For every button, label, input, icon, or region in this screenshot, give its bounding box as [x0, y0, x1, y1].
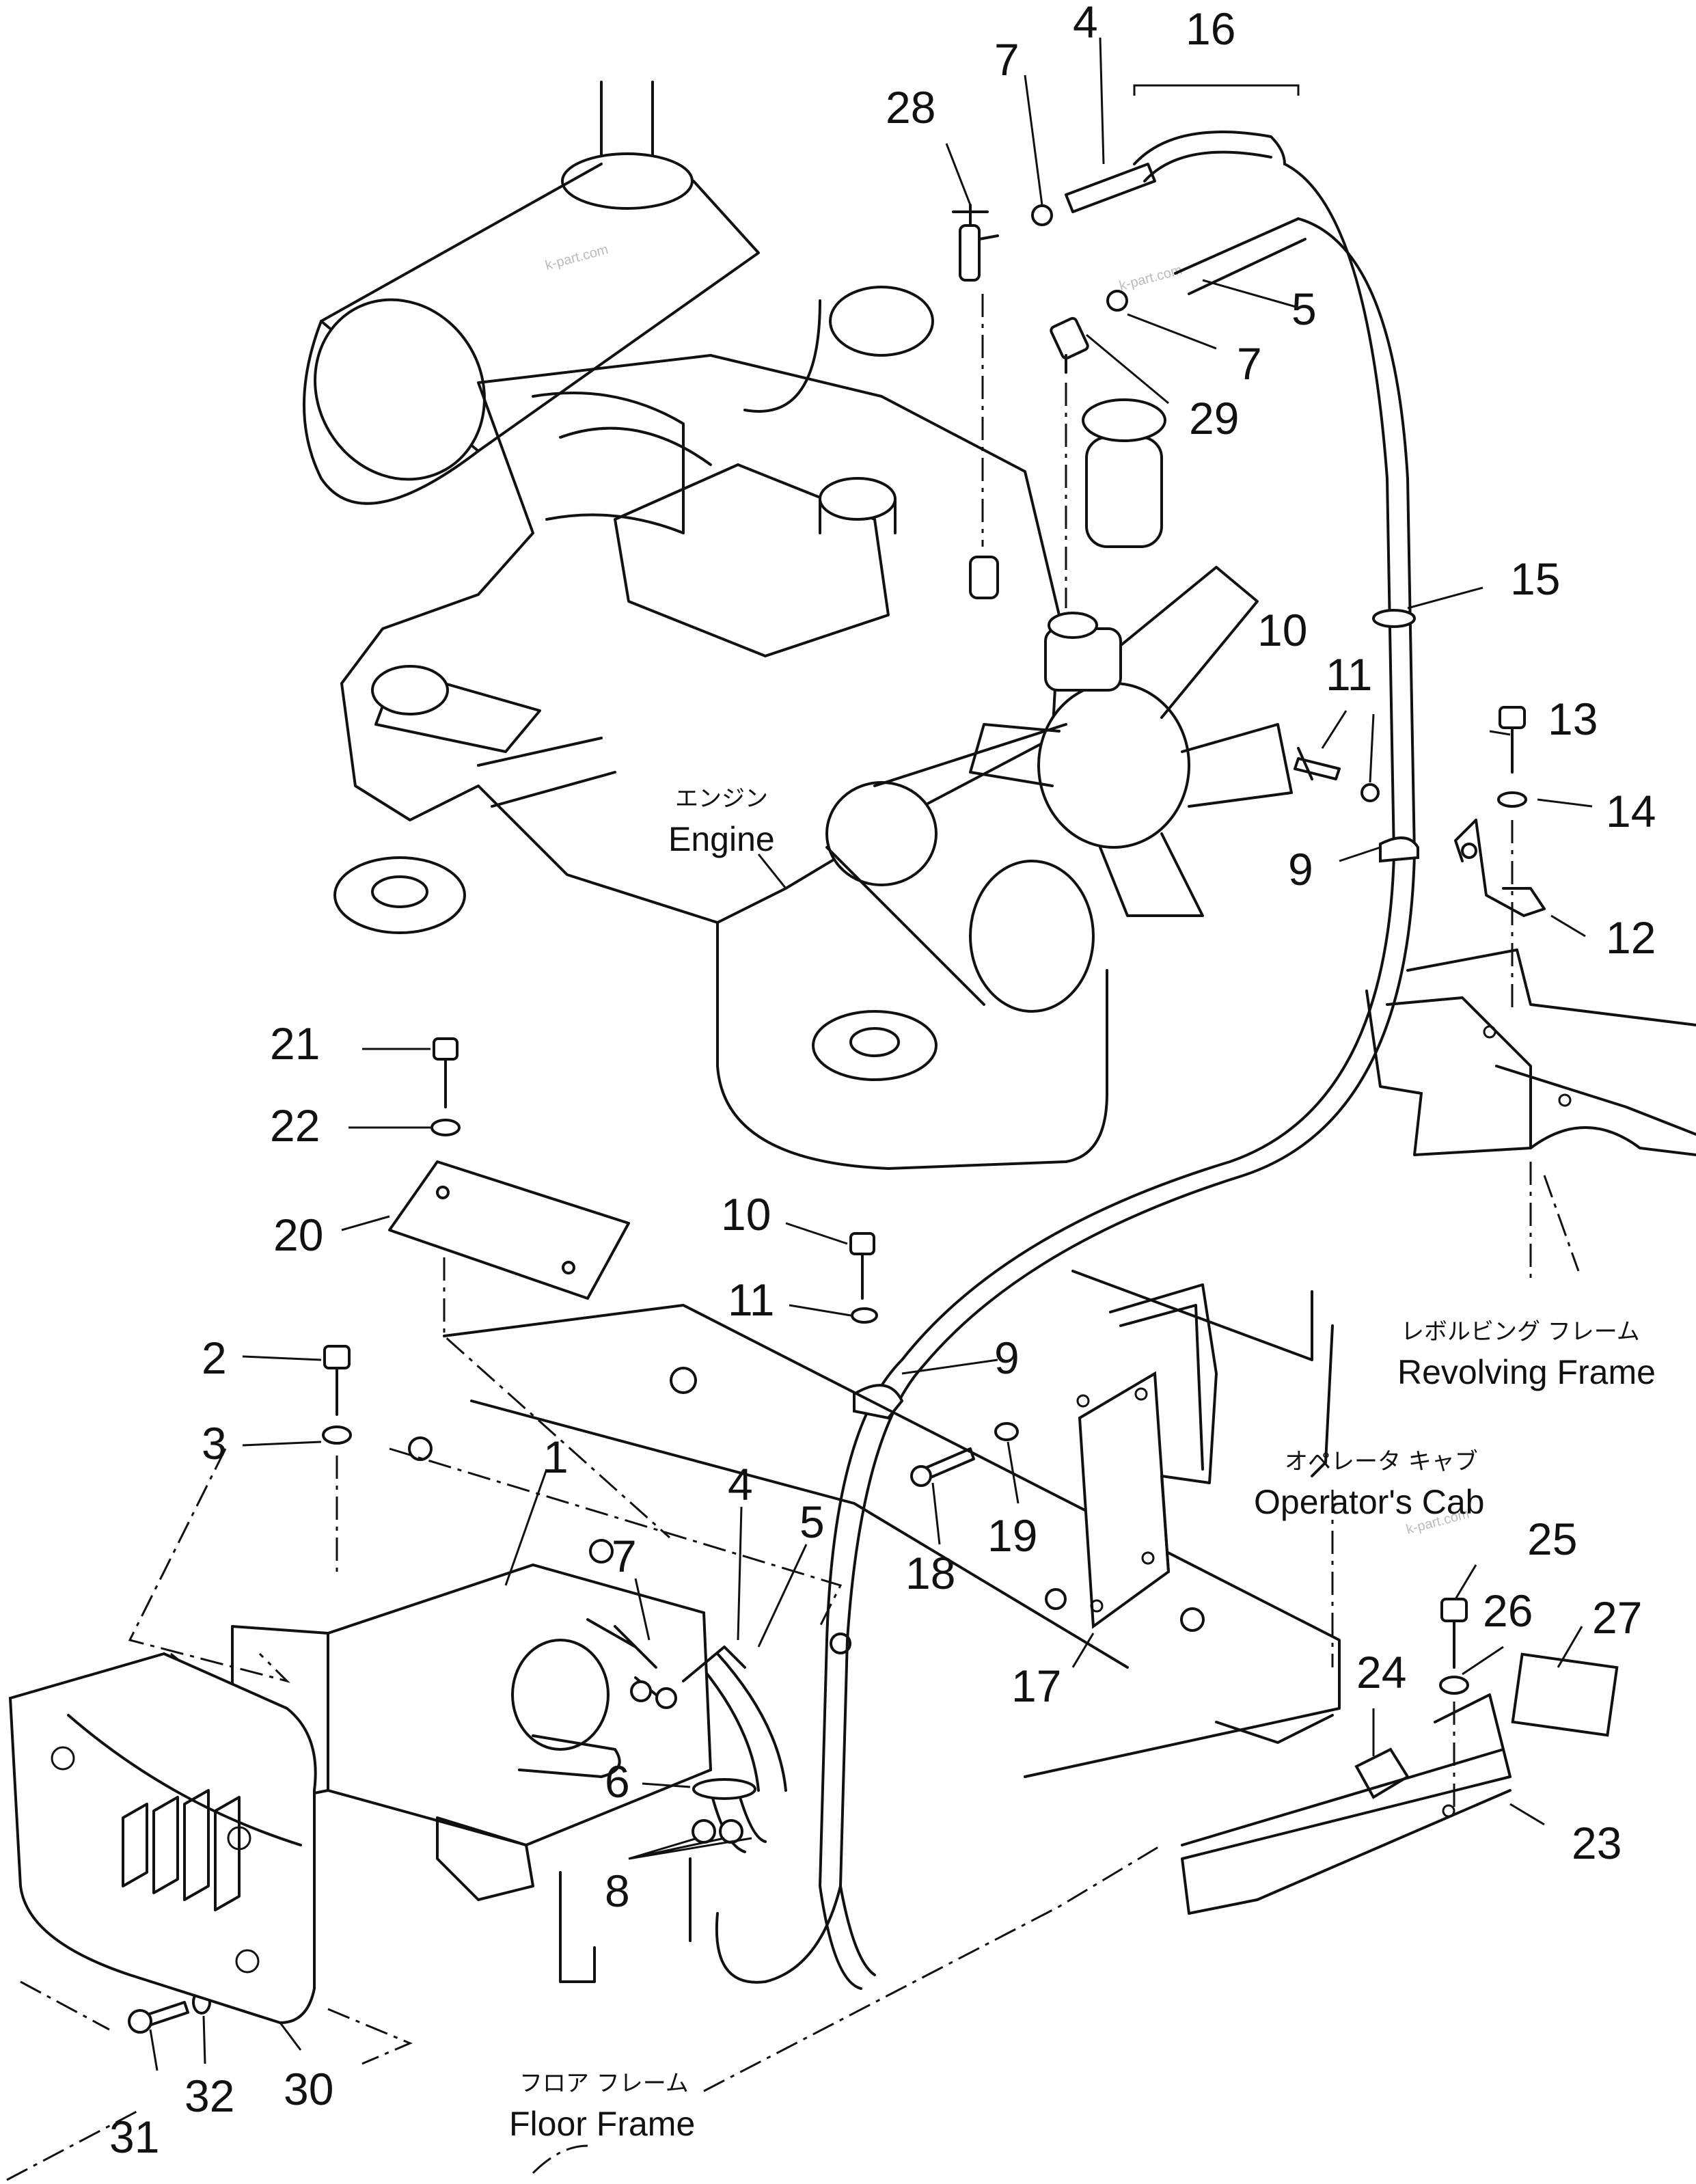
section-labels: エンジン Engine レボルビング フレーム Revolving Frame … — [509, 785, 1656, 2143]
callout-10-lower: 10 — [721, 1189, 771, 1240]
callout-7-lower: 7 — [612, 1531, 637, 1581]
revolving-frame-label: Revolving Frame — [1397, 1353, 1656, 1391]
callout-28: 28 — [886, 82, 935, 133]
callout-numbers: 28 7 4 16 5 7 29 15 10 11 13 14 9 12 21 … — [109, 0, 1656, 2162]
engine-label-jp: エンジン — [675, 785, 768, 813]
floor-frame-label: Floor Frame — [509, 2105, 695, 2143]
callout-11-lower: 11 — [728, 1274, 775, 1325]
callout-7-top: 7 — [994, 34, 1020, 85]
callout-26: 26 — [1483, 1585, 1533, 1636]
callout-8: 8 — [605, 1866, 630, 1916]
callout-15: 15 — [1510, 554, 1560, 604]
callout-31: 31 — [109, 2112, 159, 2162]
callout-23: 23 — [1572, 1818, 1622, 1868]
callout-4-top: 4 — [1073, 0, 1098, 47]
operators-cab-label-jp: オペレータ キャブ — [1285, 1448, 1478, 1475]
engine-illustration — [303, 81, 1293, 1170]
watermark-2: k-part.com — [1118, 262, 1184, 294]
callout-21: 21 — [270, 1018, 320, 1069]
callout-7-mid: 7 — [1237, 338, 1262, 389]
callout-13: 13 — [1548, 694, 1598, 744]
callout-16: 16 — [1186, 3, 1235, 54]
callout-5-lower: 5 — [799, 1497, 825, 1547]
callout-20: 20 — [273, 1210, 323, 1260]
callout-12: 12 — [1606, 912, 1656, 963]
callout-32: 32 — [184, 2071, 234, 2121]
callout-1: 1 — [543, 1432, 569, 1482]
callout-22: 22 — [270, 1100, 320, 1151]
callout-11-upper: 11 — [1326, 649, 1373, 700]
callout-27: 27 — [1592, 1592, 1642, 1643]
callout-5-top: 5 — [1291, 284, 1317, 334]
callout-14: 14 — [1606, 786, 1656, 836]
callout-19: 19 — [987, 1510, 1037, 1561]
callout-25: 25 — [1527, 1514, 1577, 1564]
revolving-frame-label-jp: レボルビング フレーム — [1401, 1318, 1640, 1346]
frames-illustration — [6, 948, 1696, 2181]
callout-3: 3 — [202, 1418, 227, 1469]
callout-4-lower: 4 — [728, 1459, 753, 1510]
callout-6: 6 — [605, 1756, 630, 1807]
callout-17: 17 — [1011, 1661, 1061, 1711]
callout-10-upper: 10 — [1257, 605, 1307, 655]
callout-9-upper: 9 — [1288, 844, 1313, 895]
leader-lines — [149, 37, 1593, 2071]
callout-18: 18 — [905, 1548, 955, 1598]
watermark-1: k-part.com — [544, 242, 610, 273]
floor-frame-label-jp: フロア フレーム — [519, 2070, 689, 2097]
engine-label: Engine — [668, 820, 775, 858]
callout-9-lower: 9 — [994, 1333, 1020, 1383]
callout-24: 24 — [1356, 1647, 1406, 1697]
callout-29: 29 — [1189, 393, 1239, 443]
callout-2: 2 — [202, 1333, 227, 1383]
callout-30: 30 — [284, 2064, 333, 2114]
operators-cab-label: Operator's Cab — [1254, 1483, 1484, 1521]
